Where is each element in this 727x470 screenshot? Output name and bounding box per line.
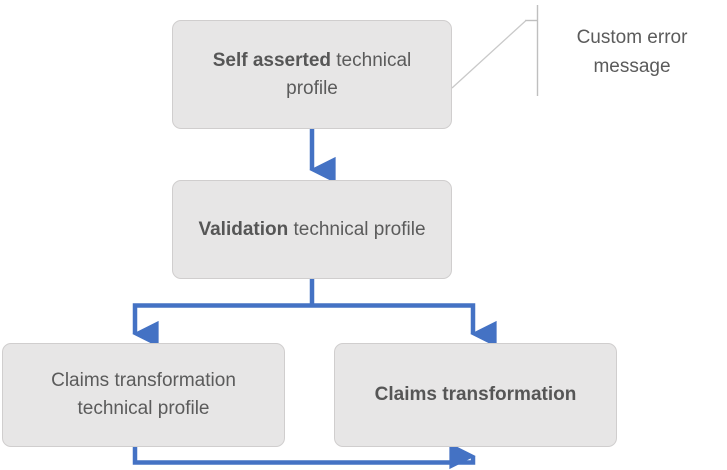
connector-claims-tp-feedback-to-claims-xform (132, 442, 476, 470)
node-claims-transformation[interactable]: Claims transformation (334, 343, 617, 447)
connector-validation-to-claims-xform (312, 303, 497, 348)
callout-leader-line (451, 20, 527, 89)
node-validation-label-regular: technical profile (288, 218, 426, 240)
node-self-asserted-label: Self asserted technical profile (187, 47, 437, 102)
node-self-asserted-label-bold: Self asserted (212, 49, 331, 71)
callout-line-2: message (593, 55, 671, 77)
node-claims-xform-label: Claims transformation (349, 381, 602, 409)
node-self-asserted-technical-profile[interactable]: Self asserted technical profile (172, 20, 452, 129)
node-self-asserted-label-regular: technical profile (286, 49, 412, 99)
node-validation-label-bold: Validation (198, 218, 289, 240)
connector-validation-to-claims-tp (132, 303, 312, 348)
node-claims-transformation-technical-profile[interactable]: Claims transformation technical profile (2, 343, 285, 447)
callout-line-1: Custom error (576, 27, 688, 48)
node-validation-technical-profile[interactable]: Validation technical profile (172, 180, 452, 279)
node-claims-xform-label-bold: Claims transformation (374, 384, 577, 406)
node-validation-label: Validation technical profile (187, 216, 437, 244)
node-claims-tp-label: Claims transformation technical profile (51, 370, 236, 419)
callout-custom-error-message: Custom error message (548, 24, 716, 81)
